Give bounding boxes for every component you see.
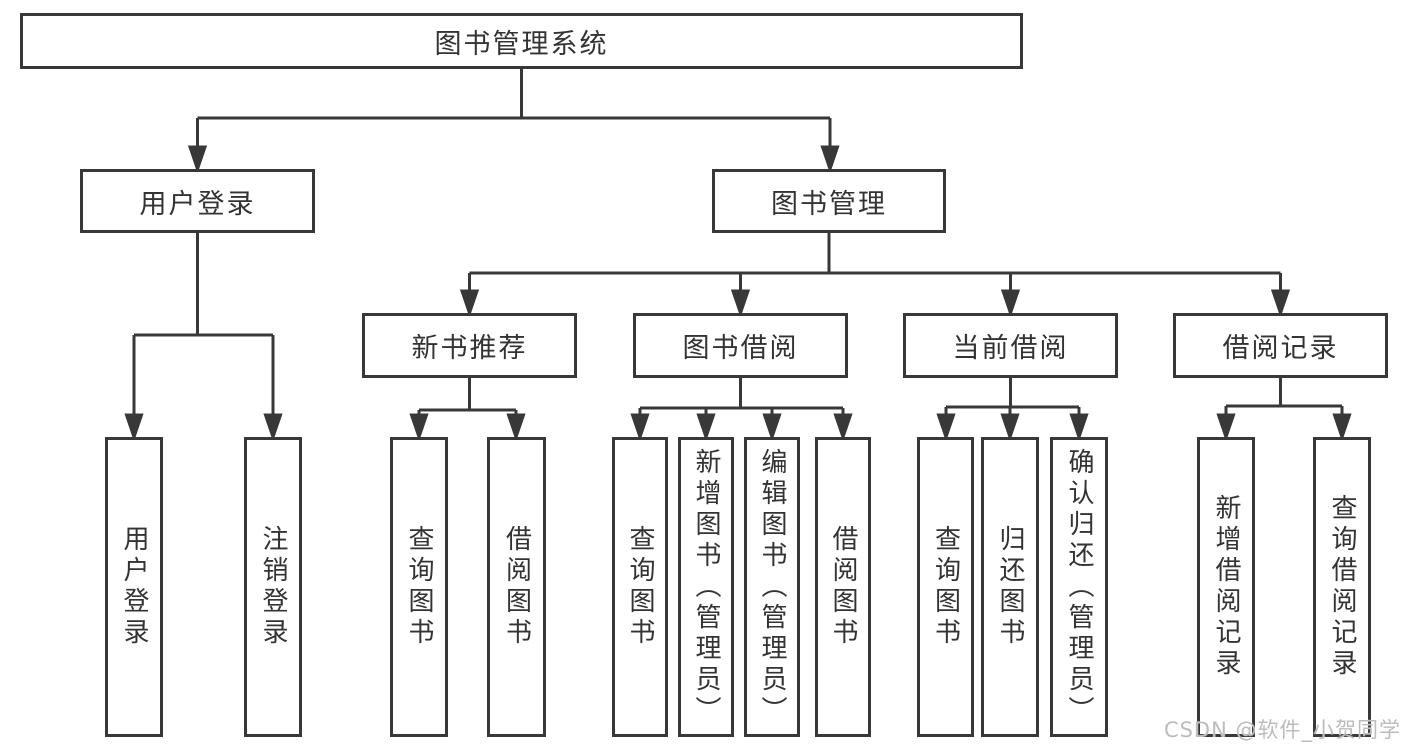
leaf-query-books-recommend: 查询图书 [390,437,448,737]
leaf-edit-book-admin: 编辑图书（管理员） [744,437,800,737]
leaf-return-books: 归还图书 [981,437,1039,737]
leaf-query-borrow-record: 查询借阅记录 [1313,437,1371,737]
node-user-login: 用户登录 [80,169,315,233]
leaf-borrow-books-recommend: 借阅图书 [487,437,546,737]
node-new-book-recommend: 新书推荐 [362,313,577,378]
leaf-add-book-admin: 新增图书（管理员） [678,437,734,737]
leaf-confirm-return-admin: 确认归还（管理员） [1050,437,1108,737]
leaf-logout: 注销登录 [244,437,302,737]
node-current-borrow: 当前借阅 [903,313,1118,378]
leaf-add-borrow-record: 新增借阅记录 [1197,437,1255,737]
node-borrow-records: 借阅记录 [1173,313,1388,378]
node-book-management: 图书管理 [712,169,946,233]
node-library-system: 图书管理系统 [20,13,1023,69]
node-book-borrow: 图书借阅 [633,313,848,378]
leaf-query-books-borrow: 查询图书 [612,437,668,737]
leaf-query-books-current: 查询图书 [917,437,974,737]
leaf-borrow-books: 借阅图书 [815,437,871,737]
leaf-user-login: 用户登录 [105,437,163,737]
watermark: CSDN @软件_小贺同学 [1163,718,1401,742]
